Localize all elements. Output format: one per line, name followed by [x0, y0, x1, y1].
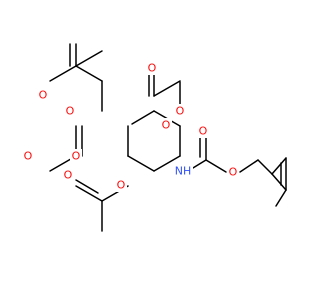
atom-label-nh: NH	[175, 165, 192, 178]
atom-label-c4-carbonyl-oxygen: O	[24, 150, 33, 163]
bond	[271, 173, 287, 191]
bond	[271, 157, 287, 175]
atom-label-c1-carbonyl-oxygen: O	[148, 62, 157, 75]
bond	[75, 65, 103, 82]
bond	[275, 189, 287, 207]
bond	[257, 159, 273, 175]
atom-label-c1-oxygen: O	[176, 105, 185, 118]
bond	[75, 50, 103, 67]
bond	[153, 155, 181, 172]
atom-labels: O O O O O O O O O NH O O	[22, 61, 239, 192]
bond	[131, 110, 155, 125]
bond	[205, 159, 227, 173]
molecule-structure: O O O O O O O O O NH O O	[22, 43, 287, 232]
atom-label-c4-oxygen: O	[72, 150, 81, 163]
bond	[127, 155, 155, 172]
bond	[239, 159, 259, 173]
bond	[49, 65, 77, 82]
bonds	[49, 43, 287, 232]
atom-label-c3-carbonyl-oxygen: O	[64, 169, 73, 182]
atom-label-ring-oxygen: O	[162, 119, 171, 132]
bond	[75, 179, 99, 194]
bond	[153, 80, 181, 97]
atom-label-c3-oxygen: O	[117, 179, 126, 192]
atom-label-carbamate-ester-oxygen: O	[229, 166, 238, 179]
bond	[75, 185, 103, 202]
atom-label-c6-oxygen: O	[66, 105, 75, 118]
atom-label-c6-carbonyl-oxygen: O	[39, 89, 48, 102]
atom-label-carbamate-carbonyl-oxygen: O	[199, 125, 208, 138]
